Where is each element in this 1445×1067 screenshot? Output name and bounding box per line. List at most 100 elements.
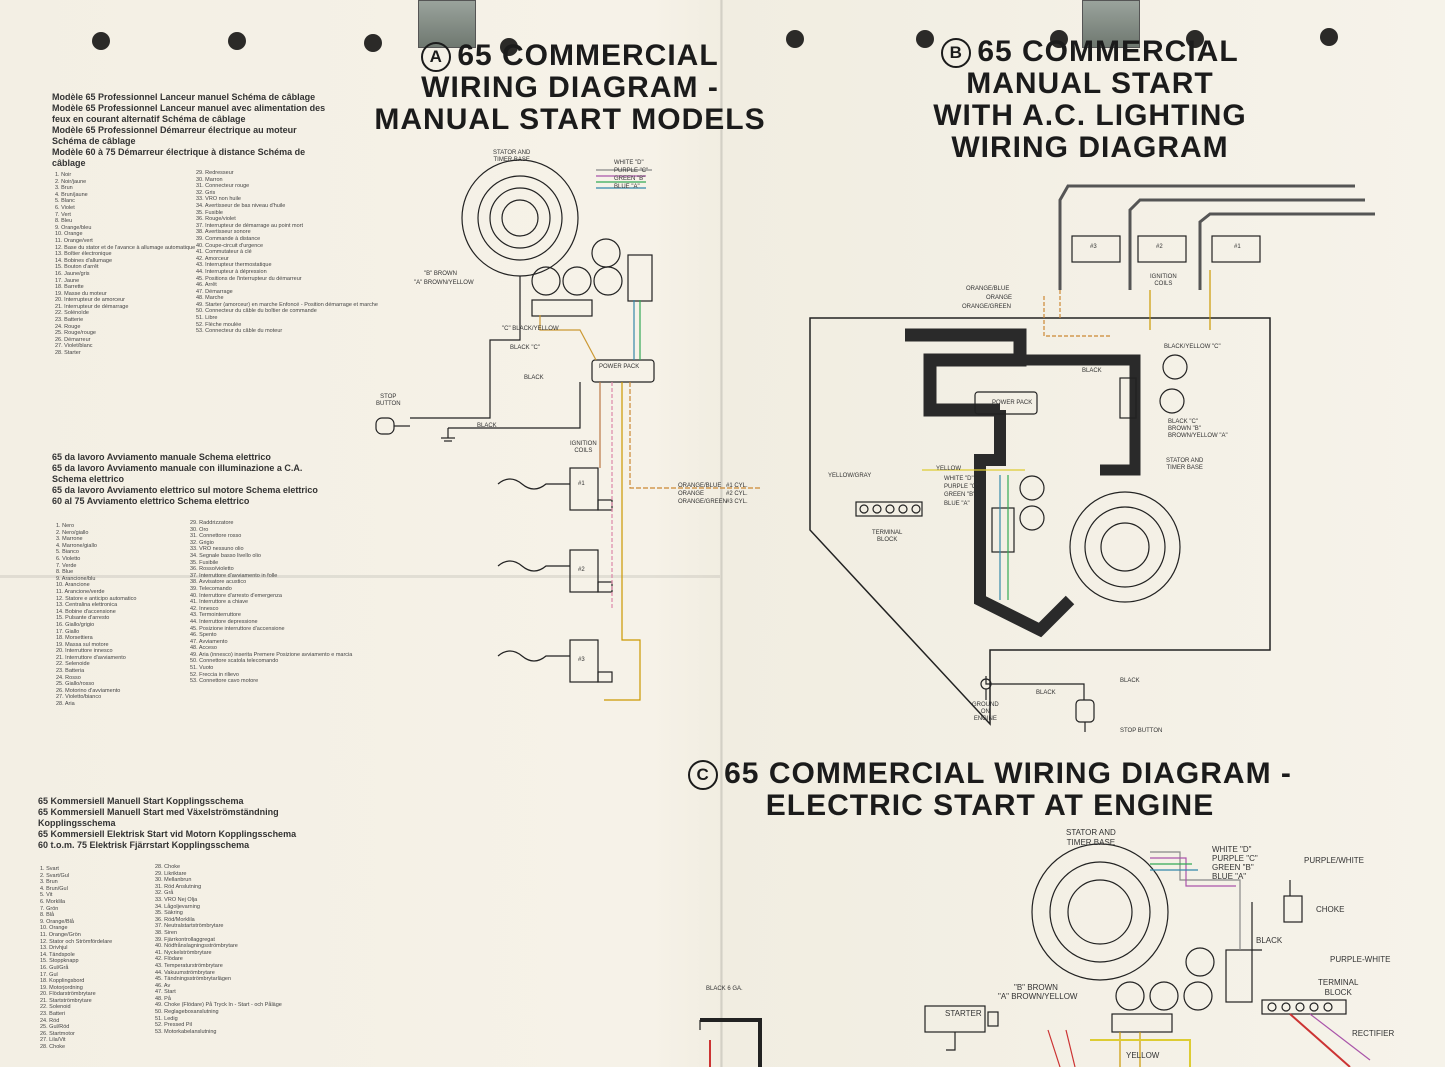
label-a-purple-c: PURPLE "C" [614, 168, 649, 174]
legend-item: 33. VRO nessuno olio [190, 546, 244, 553]
legend-item: 52. Flèche moulée [196, 321, 242, 328]
label-b-terminal-block: TERMINAL BLOCK [872, 530, 903, 543]
caption-italian: 65 da lavoro Avviamento manuale Schema e… [52, 452, 337, 507]
title-a-line: WIRING DIAGRAM - [421, 71, 719, 105]
legend-item: 3. Brun [55, 185, 73, 192]
legend-item: 48. Marche [196, 295, 224, 302]
legend-item: 30. Mellanbrun [155, 877, 192, 884]
legend-item: 26. Motorino d'avviamento [56, 687, 121, 694]
label-b-coil3: #3 [1090, 244, 1097, 250]
legend-item: 1. Noir [55, 172, 72, 178]
legend-item: 15. Bouton d'arrêt [55, 264, 99, 271]
legend-item: 18. Barrette [55, 284, 84, 291]
label-c-rectifier: RECTIFIER [1352, 1029, 1395, 1038]
label-a-coil2: #2 [578, 567, 585, 573]
legend-item: 50. Connettore scatola telecomando [190, 658, 279, 665]
diagram-a-ground-icon [441, 428, 455, 442]
label-b-black-ground: BLACK [1036, 690, 1056, 696]
legend-item: 9. Orange/bleu [55, 224, 92, 231]
label-a-coil3: #3 [578, 657, 585, 663]
legend-item: 29. Redresseur [196, 170, 234, 176]
legend-item: 16. Gul/Grå [40, 964, 69, 971]
legend-item: 13. Centralina elettronica [56, 602, 118, 609]
legend-item: 35. Fusible [196, 209, 223, 216]
title-b-line: MANUAL START [966, 67, 1214, 101]
legend-item: 31. Connecteur rouge [196, 183, 250, 190]
legend-item: 44. Interrupteur à dépression [196, 268, 267, 275]
title-b-line: 65 COMMERCIAL [977, 35, 1239, 68]
section-mark-c: C [688, 760, 719, 791]
legend-item: 33. VRO non huile [196, 196, 241, 203]
legend-item: 32. Gris [196, 189, 216, 196]
label-a-b-brown: "B" BROWN [424, 271, 457, 277]
vertical-fold-line [720, 0, 723, 1067]
legend-item: 6. Violetto [56, 555, 81, 562]
diagram-b-ignition-coils-icon [1071, 235, 1261, 263]
legend-item: 42. Flödare [155, 956, 183, 963]
legend-item: 1. Svart [40, 866, 59, 872]
legend-item: 32. Grå [155, 890, 174, 897]
legend-item: 27. Violetto/bianco [56, 694, 102, 701]
legend-item: 1. Nero [56, 523, 75, 529]
legend-item: 21. Interruttore d'avviamento [56, 654, 126, 661]
legend-item: 52. Pressed Pil [155, 1022, 192, 1029]
legend-item: 20. Interruttore innesco [56, 648, 113, 655]
label-c-purple-c: PURPLE "C" [1212, 854, 1258, 863]
caption-line: 60 al 75 Avviamento elettrico Schema ele… [52, 496, 250, 506]
diagram-a-power-pack-icon [591, 359, 655, 383]
label-a-orange-green: ORANGE/GREEN [678, 499, 728, 505]
legend-item: 10. Orange [40, 925, 68, 932]
legend-item: 26. Démarreur [55, 336, 91, 343]
caption-line: 65 da lavoro Avviamento elettrico sul mo… [52, 485, 318, 495]
legend-item: 39. Commande à distance [196, 235, 261, 242]
label-b-coil1: #1 [1234, 244, 1241, 250]
binder-hole [786, 30, 804, 48]
title-b-line: WITH A.C. LIGHTING [933, 99, 1247, 133]
label-c-a-brown-yellow: "A" BROWN/YELLOW [998, 992, 1078, 1001]
legend-item: 39. Fjärrkontrollaggregat [155, 936, 215, 943]
legend-item: 6. Morklila [40, 898, 66, 905]
legend-item: 8. Blå [40, 912, 55, 919]
legend-item: 49. Aria (innesco) inserita Premere Posi… [190, 651, 353, 658]
caption-line: Modèle 65 Professionnel Démarreur électr… [52, 125, 297, 146]
binder-hole [1320, 28, 1338, 46]
label-a-stop-button: STOP BUTTON [376, 394, 401, 407]
label-a-black: BLACK [524, 375, 544, 381]
legend-item: 22. Selenoide [56, 661, 90, 668]
legend-item: 37. Interruttore d'avviamento in folle [190, 572, 278, 579]
label-b-stator: STATOR AND TIMER BASE [1166, 458, 1204, 471]
legend-item: 29. Likriktare [155, 870, 187, 877]
legend-item: 15. Pulsante d'arresto [56, 615, 110, 622]
legend-item: 40. Coupe-circuit d'urgence [196, 242, 264, 249]
binder-hole [1186, 30, 1204, 48]
diagram-c-connectors-icon [1111, 947, 1253, 1033]
legend-item: 45. Positions de l'interrupteur du démar… [196, 275, 302, 282]
label-c-purple-white: PURPLE/WHITE [1304, 856, 1365, 865]
label-a-c-black-yellow: "C" BLACK/YELLOW [502, 326, 559, 332]
legend-item: 28. Starter [55, 350, 81, 357]
legend-item: 37. Interrupteur de démarrage au point m… [196, 222, 304, 229]
label-a-orange: ORANGE [678, 491, 705, 497]
diagram-c-stator-icon [1031, 843, 1169, 981]
legend-item: 51. Ledig [155, 1015, 178, 1022]
legend-item: 40. Nödfrånslagningsströmbrytare [155, 943, 238, 950]
legend-item: 6. Violet [55, 204, 75, 211]
legend-item: 44. Vakuumströmbrytare [155, 969, 215, 976]
horizontal-fold-line [0, 575, 720, 578]
caption-line: 65 Kommersiell Manuell Start med Växelst… [38, 807, 279, 828]
legend-item: 21. Interrupteur de démarrage [55, 303, 129, 310]
legend-item: 12. Stator och Strömfördelare [40, 938, 113, 945]
caption-line: Modèle 60 à 75 Démarreur électrique à di… [52, 147, 306, 168]
legend-item: 11. Arancione/verde [56, 588, 105, 595]
legend-item: 28. Choke [155, 864, 181, 870]
legend-item: 17. Giallo [56, 628, 80, 635]
legend-item: 51. Libre [196, 315, 218, 322]
legend-item: 4. Brun/Gul [40, 885, 68, 892]
hanger-clip [418, 0, 476, 48]
title-a-line: MANUAL START MODELS [374, 103, 766, 137]
legend-item: 24. Röd [40, 1017, 60, 1024]
label-b-orange: ORANGE [986, 295, 1013, 301]
label-b-ignition-coils: IGNITION COILS [1150, 274, 1177, 287]
label-b-white-d: WHITE "D" [944, 476, 974, 482]
